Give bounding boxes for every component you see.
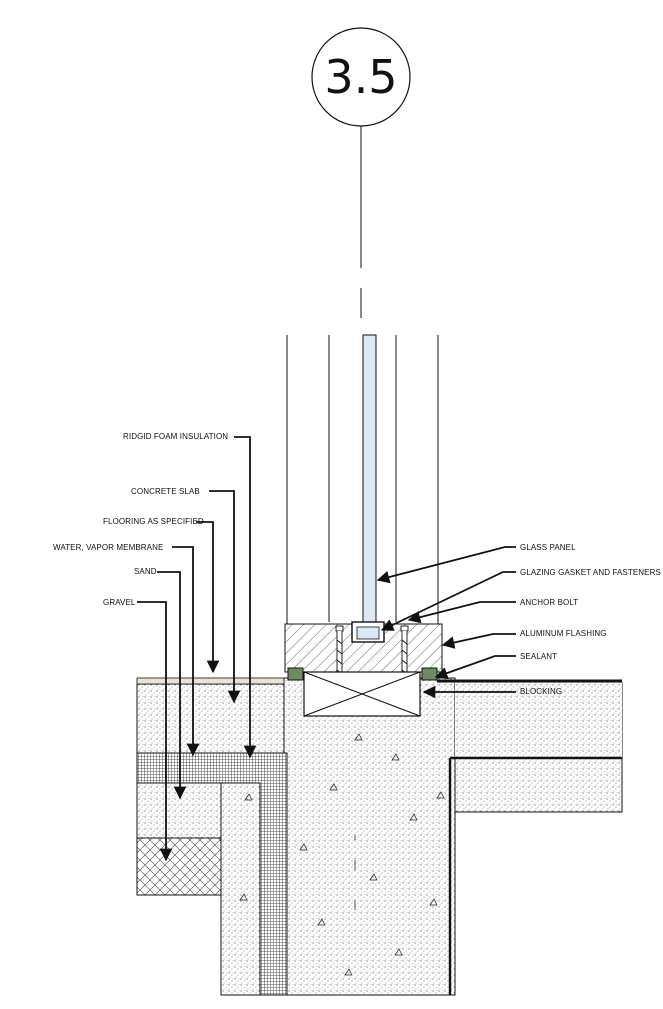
- label-sand: SAND: [134, 567, 157, 576]
- exterior-base-course: [454, 757, 623, 813]
- leaders-left: [137, 436, 257, 862]
- label-ridgid-foam-insulation: RIDGID FOAM INSULATION: [123, 432, 229, 441]
- leader-ridgid-foam: [234, 436, 257, 759]
- leader-flashing: [441, 633, 516, 649]
- glass-panel: [362, 334, 377, 634]
- sealant-exterior: [421, 667, 438, 681]
- leader-sand: [157, 571, 187, 800]
- leader-sealant: [434, 655, 516, 680]
- blocking: [303, 671, 421, 717]
- mullion-frame-lines: [286, 335, 439, 670]
- label-glazing-gasket: GLAZING GASKET AND FASTENERS: [520, 568, 661, 577]
- label-aluminum-flashing: ALUMINUM FLASHING: [520, 629, 607, 638]
- flooring: [136, 677, 285, 685]
- leader-glass-panel: [376, 546, 516, 584]
- sealant-interior: [287, 667, 304, 681]
- label-sealant: SEALANT: [520, 652, 558, 661]
- label-anchor-bolt: ANCHOR BOLT: [520, 598, 579, 607]
- gravel-layer: [136, 837, 222, 896]
- concrete-slab: [136, 683, 285, 754]
- detail-number: 3.5: [324, 50, 398, 104]
- label-concrete-slab: CONCRETE SLAB: [131, 487, 200, 496]
- label-blocking: BLOCKING: [520, 687, 563, 696]
- label-gravel: GRAVEL: [103, 598, 136, 607]
- sand-layer: [136, 782, 222, 839]
- leader-membrane: [172, 546, 200, 757]
- leader-gravel: [137, 601, 173, 862]
- leader-concrete-slab: [209, 490, 241, 704]
- label-flooring-as-specified: FLOORING AS SPECIFIED: [103, 517, 204, 526]
- leaders-right: [376, 546, 516, 699]
- label-water-vapor-membrane: WATER, VAPOR MEMBRANE: [53, 543, 164, 552]
- leader-gasket: [380, 571, 516, 631]
- exterior-slab: [455, 682, 622, 758]
- leader-flooring: [196, 521, 220, 674]
- label-glass-panel: GLASS PANEL: [520, 543, 576, 552]
- leader-anchor-bolt: [407, 601, 516, 624]
